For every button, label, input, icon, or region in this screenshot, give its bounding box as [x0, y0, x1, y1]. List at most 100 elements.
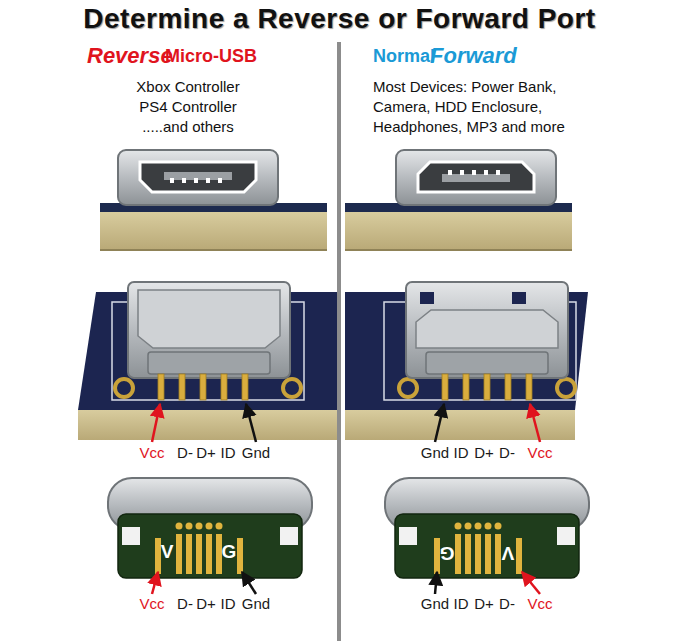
contact [460, 170, 464, 175]
pin-name: ID [454, 595, 469, 613]
connector-shell [396, 150, 556, 205]
heading-word: Micro-USB [165, 46, 257, 68]
pcb-side [100, 212, 327, 250]
board-reverse [78, 282, 337, 442]
column-divider [337, 42, 341, 641]
pin-name: Vcc [139, 595, 164, 613]
connector-top [416, 310, 558, 348]
side-view-forward [345, 150, 572, 250]
connector-shell [406, 282, 568, 378]
pin-row [158, 374, 248, 400]
pcb-top [395, 514, 579, 578]
heading-word: Forward [430, 43, 517, 69]
leader-arrow [522, 572, 540, 594]
shell-window [512, 292, 526, 304]
pad-array [434, 523, 522, 575]
solder-pad [176, 534, 182, 574]
silkscreen-letter: G [440, 541, 455, 564]
connector-front [148, 352, 270, 374]
pin [179, 374, 185, 400]
solder-pad [465, 534, 471, 574]
connector-shell [118, 150, 278, 205]
mounting-pad [557, 379, 575, 397]
usbc-forward [385, 478, 589, 594]
side-pad [557, 527, 575, 545]
pcb-side [345, 410, 575, 440]
leader-arrow [246, 404, 256, 442]
solder-pad [434, 538, 440, 574]
pin-name: ID [221, 444, 236, 462]
pcb-side [345, 212, 572, 250]
pin-name: Gnd [242, 595, 270, 613]
side-pad [399, 527, 417, 545]
via-pad [216, 523, 223, 530]
contact [206, 178, 210, 183]
pin-name: D- [499, 444, 515, 462]
pcb-top [118, 514, 302, 578]
pin-name: D- [177, 595, 193, 613]
board-forward [345, 282, 588, 442]
leader-arrow [435, 572, 437, 594]
pin [442, 374, 448, 400]
pin [242, 374, 248, 400]
silkscreen-letter: V [161, 541, 174, 564]
contact [218, 178, 222, 183]
solder-pad [155, 538, 161, 574]
mounting-pad [399, 379, 417, 397]
contact [484, 170, 488, 175]
side-pad [122, 527, 140, 545]
pin-name: Vcc [527, 595, 552, 613]
via-pad [206, 523, 213, 530]
shell-window [420, 292, 434, 304]
via-pad [485, 523, 492, 530]
solder-pad [186, 534, 192, 574]
connector-opening [140, 162, 256, 192]
mounting-pad [283, 379, 301, 397]
pin-name: Vcc [527, 444, 552, 462]
connector-tongue [442, 174, 510, 182]
pcb-edge-line [100, 249, 327, 251]
device-list: Most Devices: Power Bank, Camera, HDD En… [373, 77, 588, 137]
leader-arrow [152, 572, 158, 594]
pin [221, 374, 227, 400]
solder-pad [196, 534, 202, 574]
via-pad [465, 523, 472, 530]
connector-front [426, 352, 548, 374]
pad-array [155, 523, 243, 575]
solder-pad [475, 534, 481, 574]
mounting-pad [115, 379, 133, 397]
via-pad [196, 523, 203, 530]
pin [526, 374, 532, 400]
contact [182, 178, 186, 183]
contact [496, 170, 500, 175]
heading-word: Normal [373, 46, 435, 68]
solder-pad [495, 534, 501, 574]
page-title: Determine a Reverse or Forward Port [0, 3, 679, 35]
solder-pad [455, 534, 461, 574]
leader-arrow [435, 404, 444, 442]
contact-row [170, 178, 222, 183]
pin [158, 374, 164, 400]
pcb-edge-line [345, 249, 572, 251]
pin [484, 374, 490, 400]
via-pad [186, 523, 193, 530]
leader-arrow [242, 572, 256, 594]
connector-opening [418, 162, 534, 192]
silkscreen-letter: G [222, 541, 237, 564]
solder-pad [516, 538, 522, 574]
side-view-reverse [100, 150, 327, 250]
via-pad [495, 523, 502, 530]
contact [472, 170, 476, 175]
pin-name: ID [221, 595, 236, 613]
pin-name: D+ [474, 444, 494, 462]
side-pad [280, 527, 298, 545]
solder-pad [206, 534, 212, 574]
pcb-side [78, 410, 337, 440]
heading-word: Reverse [87, 43, 173, 69]
silkscreen-letter: V [502, 541, 515, 564]
contact [448, 170, 452, 175]
contact-row [448, 170, 500, 175]
pin-row [442, 374, 532, 400]
